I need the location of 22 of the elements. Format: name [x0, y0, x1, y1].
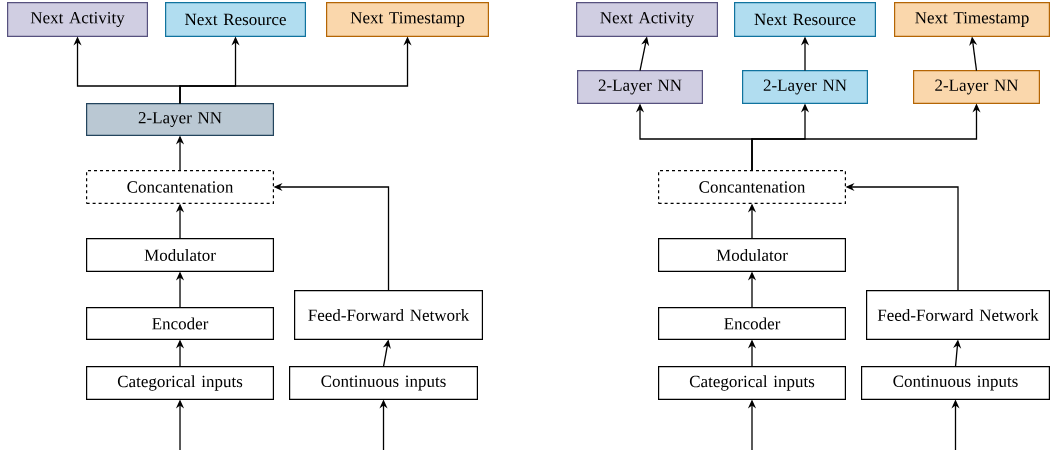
layer-box: 2-Layer NN [742, 70, 868, 104]
process-box: Encoder [86, 307, 274, 340]
input-box: Continuous inputs [861, 365, 1050, 400]
output-box: Next Timestamp [894, 2, 1050, 37]
process-box: Modulator [658, 238, 846, 272]
layer-box: 2-Layer NN [86, 103, 274, 136]
input-box: Continuous inputs [289, 365, 478, 400]
process-box: Encoder [658, 307, 846, 340]
output-box: Next Activity [7, 2, 148, 37]
layer-box: 2-Layer NN [577, 70, 703, 104]
process-box: Feed-Forward Network [294, 290, 483, 340]
input-box: Categorical inputs [658, 365, 846, 400]
output-box: Next Resource [734, 2, 876, 37]
concatenation-box: Concantenation [658, 170, 846, 204]
output-box: Next Activity [576, 2, 718, 37]
process-box: Feed-Forward Network [866, 290, 1050, 340]
concatenation-box: Concantenation [86, 170, 274, 204]
layer-box: 2-Layer NN [913, 70, 1040, 104]
process-box: Modulator [86, 238, 274, 272]
output-box: Next Timestamp [326, 2, 489, 37]
output-box: Next Resource [165, 2, 306, 37]
input-box: Categorical inputs [86, 365, 274, 400]
